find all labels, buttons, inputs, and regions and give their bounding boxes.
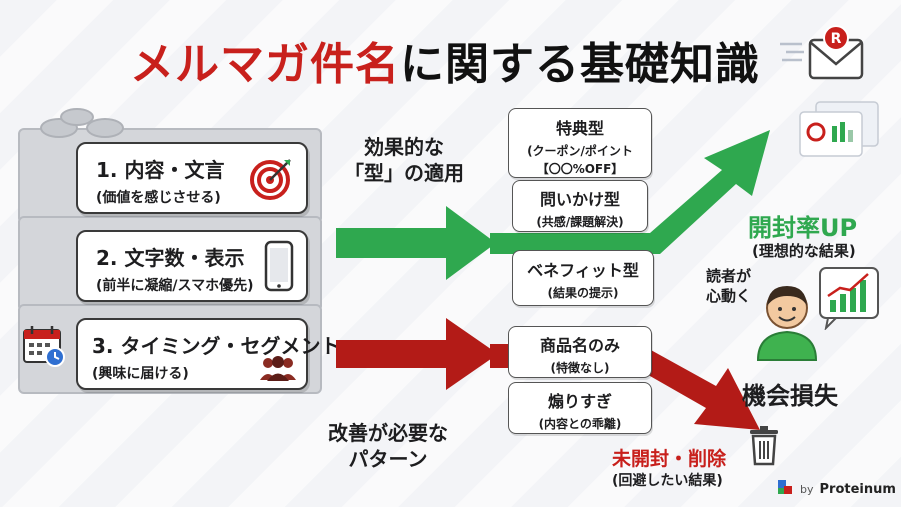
type-subtitle: (結果の提示) (547, 286, 619, 300)
bad-path-label-line2: パターン (348, 447, 428, 471)
brand-mark-icon (776, 478, 794, 500)
factor-card-2: 2. 文字数・表示 (前半に凝縮/スマホ優先) (76, 230, 308, 302)
green-arrow-left (336, 206, 496, 280)
type-card-overhype: 煽りすぎ (内容との乖離) (508, 382, 652, 434)
unopened-label: 未開封・削除 (612, 448, 727, 470)
smartphone-icon (264, 240, 294, 296)
good-path-label: 効果的な 「型」の適用 (344, 134, 464, 186)
brand-name: Proteinum (819, 481, 896, 497)
type-subtitle: (特徴なし) (550, 361, 610, 375)
type-card-tokuten: 特典型 (クーポン/ポイント 【〇〇%OFF】 (508, 108, 652, 178)
envelope-icon: R (776, 22, 872, 90)
type-subtitle: (内容との乖離) (538, 417, 622, 431)
type-card-benefit: ベネフィット型 (結果の提示) (512, 250, 654, 306)
factor-card-1: 1. 内容・文言 (価値を感じさせる) (76, 142, 308, 214)
factor-title: 3. タイミング・セグメント (92, 334, 341, 358)
reader-label-line1: 読者が (706, 267, 752, 285)
good-path-label-line2: 「型」の適用 (344, 161, 464, 185)
factor-title: 2. 文字数・表示 (96, 246, 245, 270)
block-stud (86, 118, 124, 138)
brand-logo: by Proteinum (776, 478, 896, 500)
title-part-1: メルマガ件名 (130, 39, 400, 90)
unopened-sub: (回避したい結果) (612, 473, 723, 489)
reader-avatar (752, 276, 822, 366)
calendar-icon (22, 324, 66, 372)
opportunity-loss-label: 機会損失 (742, 382, 838, 410)
dashboard-icon (796, 100, 882, 164)
type-title: 商品名のみ (539, 336, 620, 355)
trash-icon (748, 424, 780, 470)
chart-bubble-icon (818, 266, 882, 334)
red-arrow-left (336, 318, 498, 390)
type-subtitle: (共感/課題解決) (536, 215, 624, 229)
open-rate-label: 開封率UP (748, 214, 858, 242)
page-title: メルマガ件名に関する基礎知識 (130, 28, 760, 92)
factor-subtitle: (前半に凝縮/スマホ優先) (96, 278, 254, 294)
reader-label: 読者が 心動く (706, 266, 751, 306)
target-icon (248, 154, 296, 206)
bad-path-label: 改善が必要な パターン (328, 420, 448, 472)
green-arrow-right (490, 130, 770, 254)
type-card-product-name: 商品名のみ (特徴なし) (508, 326, 652, 378)
factor-subtitle: (興味に届ける) (92, 366, 189, 382)
block-stud (60, 108, 94, 126)
open-rate-sub: (理想的な結果) (752, 242, 856, 260)
type-title: ベネフィット型 (527, 261, 639, 280)
type-title: 特典型 (555, 119, 604, 138)
type-card-question: 問いかけ型 (共感/課題解決) (512, 180, 648, 232)
bad-path-label-line1: 改善が必要な (328, 421, 448, 445)
brand-prefix: by (800, 482, 814, 496)
factor-title: 1. 内容・文言 (96, 158, 225, 182)
type-subtitle-2: 【〇〇%OFF】 (536, 162, 624, 176)
type-subtitle: (クーポン/ポイント (527, 144, 633, 158)
title-part-2: に関する基礎知識 (400, 39, 760, 90)
factor-subtitle: (価値を感じさせる) (96, 190, 221, 206)
svg-text:R: R (831, 31, 842, 47)
good-path-label-line1: 効果的な (364, 135, 444, 159)
type-title: 問いかけ型 (539, 190, 620, 209)
factor-card-3: 3. タイミング・セグメント (興味に届ける) (76, 318, 340, 390)
type-title: 煽りすぎ (547, 392, 612, 411)
reader-label-line2: 心動く (706, 287, 752, 305)
users-icon (258, 354, 298, 386)
